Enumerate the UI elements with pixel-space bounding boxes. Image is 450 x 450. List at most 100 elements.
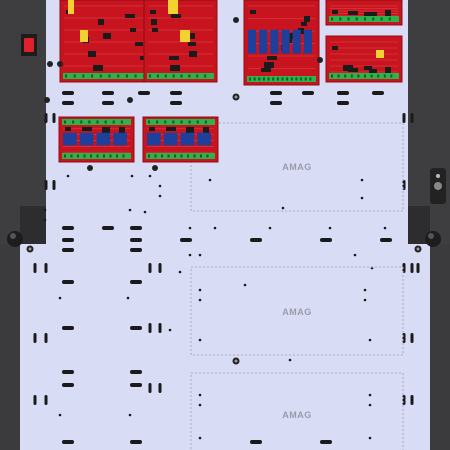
mount-zone-label: AMAG (282, 162, 312, 172)
mounting-hole (328, 226, 332, 230)
capacitor (80, 30, 88, 42)
ic-chip (261, 68, 271, 72)
ic-chip (98, 19, 104, 25)
ic-chip (150, 10, 156, 14)
mounting-slot-vertical (402, 333, 406, 343)
terminal-screw (372, 17, 375, 21)
ic-chip (187, 33, 195, 39)
relay (79, 132, 94, 146)
circuit-boards (44, 0, 403, 171)
ic-chip (189, 51, 197, 57)
mounting-hole (268, 226, 272, 230)
mounting-hole (288, 358, 292, 362)
mounting-slot-horizontal (138, 91, 150, 95)
mounting-slot-horizontal (250, 440, 262, 444)
mounting-slot-horizontal (320, 440, 332, 444)
mounting-holes (43, 174, 387, 440)
mounting-slot-vertical (410, 395, 414, 405)
terminal-screw (148, 120, 150, 124)
terminal-screw (148, 154, 150, 158)
terminal-screw (154, 154, 157, 158)
terminal-screw (180, 74, 183, 78)
board-power-supply (143, 0, 218, 83)
terminal-screw (134, 74, 137, 78)
ic-chip (93, 65, 103, 71)
standoff (152, 165, 158, 171)
mounting-slots (33, 91, 420, 444)
board-relay-controller (243, 0, 320, 86)
terminal-screw (116, 154, 118, 158)
relay (180, 132, 195, 146)
mounting-hole (368, 393, 372, 397)
ground-stud (416, 247, 420, 251)
terminal-screw (388, 17, 391, 21)
cam-lock[interactable] (434, 182, 442, 190)
mounting-slot-horizontal (320, 238, 332, 242)
ground-stud (28, 247, 32, 251)
standoff (87, 165, 93, 171)
terminal-screw (180, 154, 183, 158)
mounting-hole (383, 226, 387, 230)
terminal-screw (355, 17, 358, 21)
terminal-screw (350, 74, 353, 78)
terminal-screw (286, 77, 289, 81)
terminal-screw (156, 120, 159, 124)
terminal-screw (253, 77, 256, 81)
mounting-hole (58, 413, 62, 417)
mounting-slot-horizontal (250, 238, 262, 242)
ic-chip (250, 10, 256, 14)
terminal-screw (380, 17, 383, 21)
terminal-screw (174, 154, 176, 158)
mounting-slot-vertical (410, 333, 414, 343)
mounting-slot-vertical (402, 263, 406, 273)
mounting-slot-vertical (410, 113, 414, 123)
terminal-screw (204, 74, 207, 78)
mounting-hole (198, 253, 202, 257)
tamper-switch[interactable] (24, 38, 34, 52)
ic-chip (332, 10, 338, 14)
mounting-slot-horizontal (130, 238, 142, 242)
relay (292, 29, 301, 54)
terminal-screw (383, 74, 386, 78)
mounting-slot-vertical (158, 383, 162, 393)
mounting-hole (281, 206, 285, 210)
mounting-slot-horizontal (180, 238, 192, 242)
mount-zone-outline (190, 372, 404, 450)
mounting-slot-horizontal (130, 226, 142, 230)
mounting-slot-horizontal (170, 91, 182, 95)
mounting-hole (198, 298, 202, 302)
relay (163, 132, 178, 146)
ic-chip (385, 10, 391, 16)
mounting-hole (368, 403, 372, 407)
ic-chip (287, 33, 295, 39)
ground-stud (234, 95, 238, 99)
mounting-slot-horizontal (170, 101, 182, 105)
mounting-slot-horizontal (130, 248, 142, 252)
mounting-slot-horizontal (130, 370, 142, 374)
ic-chip (119, 127, 125, 133)
ic-chip (102, 127, 110, 133)
terminal-screw (77, 154, 79, 158)
terminal-screw (262, 77, 265, 81)
mounting-slot-horizontal (102, 101, 114, 105)
terminal-screw (377, 74, 380, 78)
terminal-screw (80, 120, 83, 124)
mounting-slot-vertical (148, 323, 152, 333)
capacitor (168, 0, 178, 14)
ic-chip (88, 51, 96, 57)
terminal-screw (193, 154, 196, 158)
board-relay-board (58, 116, 135, 163)
ic-chip (130, 28, 136, 32)
mounting-slot-horizontal (102, 91, 114, 95)
terminal-screw (161, 154, 163, 158)
terminal-screw (72, 120, 75, 124)
terminal-screw (149, 74, 151, 78)
mounting-hole (363, 298, 367, 302)
ic-chip (171, 14, 181, 18)
mounting-slot-horizontal (380, 238, 392, 242)
mounting-slot-horizontal (62, 238, 74, 242)
mounting-hole (43, 208, 47, 212)
terminal-screw (167, 154, 170, 158)
capacitor (68, 0, 74, 14)
